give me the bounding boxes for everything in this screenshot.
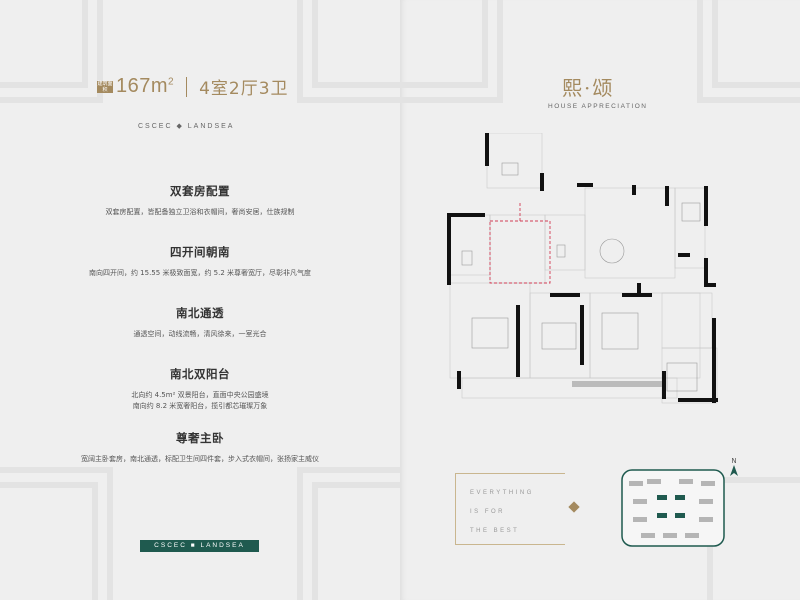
feature-title: 双套房配置 [170, 184, 230, 198]
feature-2: 四开间朝南 南向四开间，约 15.55 米极致面宽，约 5.2 米尊奢宽厅，尽彰… [40, 244, 360, 279]
slogan-line: IS FOR [470, 509, 506, 515]
feature-title: 尊奢主卧 [176, 431, 224, 445]
area-badge: 建筑面积 [97, 80, 113, 93]
north-label: N [731, 457, 737, 465]
spec-divider [186, 76, 188, 97]
slogan-frame: EVERYTHING IS FOR THE BEST [455, 473, 565, 545]
north-arrow: N [728, 457, 740, 479]
feature-desc: 双套房配置，皆配备独立卫浴和衣帽间，奢尚安居，仕族规制 [105, 208, 295, 216]
brand-text: CSCEC ◆ LANDSEA [138, 123, 235, 130]
page-subtitle: HOUSE APPRECIATION [548, 103, 648, 110]
slogan-line: EVERYTHING [470, 490, 534, 496]
slogan-line: THE BEST [470, 528, 520, 534]
north-arrow-icon [730, 465, 738, 476]
feature-desc: 宽阔主卧套房，南北通透，标配卫生间四件套，步入式衣帽间，张扬家主威仪 [81, 455, 319, 463]
unit-area: 167m2 [116, 75, 175, 97]
feature-1: 双套房配置 双套房配置，皆配备独立卫浴和衣帽间，奢尚安居，仕族规制 [40, 183, 360, 218]
right-page: 熙·颂 HOUSE APPRECIATION [400, 0, 800, 600]
developer-logo: CSCEC ■ LANDSEA [140, 540, 259, 552]
feature-title: 南北通透 [176, 306, 224, 320]
unit-spec: 建筑面积 167m2 4室2厅3卫 [97, 74, 289, 99]
feature-4: 南北双阳台 北向约 4.5m² 双景阳台，直面中央公园盛境南向约 8.2 米宽奢… [40, 366, 360, 412]
feature-title: 四开间朝南 [170, 245, 230, 259]
left-page: 建筑面积 167m2 4室2厅3卫 CSCEC ◆ LANDSEA 双套房配置 … [0, 0, 400, 600]
site-location-map [621, 469, 725, 547]
feature-desc: 北向约 4.5m² 双景阳台，直面中央公园盛境南向约 8.2 米宽奢阳台，揽引都… [131, 391, 269, 410]
feature-3: 南北通透 通透空间，动线流畅，清风徐来，一室光合 [40, 305, 360, 340]
floor-plan [447, 133, 718, 404]
feature-desc: 通透空间，动线流畅，清风徐来，一室光合 [133, 330, 267, 338]
diamond-ornament [568, 501, 580, 513]
feature-desc: 南向四开间，约 15.55 米极致面宽，约 5.2 米尊奢宽厅，尽彰非凡气度 [88, 269, 312, 277]
feature-title: 南北双阳台 [170, 367, 230, 381]
feature-5: 尊奢主卧 宽阔主卧套房，南北通透，标配卫生间四件套，步入式衣帽间，张扬家主威仪 [40, 430, 360, 465]
page-title: 熙·颂 [562, 76, 615, 100]
unit-layout: 4室2厅3卫 [199, 79, 289, 99]
